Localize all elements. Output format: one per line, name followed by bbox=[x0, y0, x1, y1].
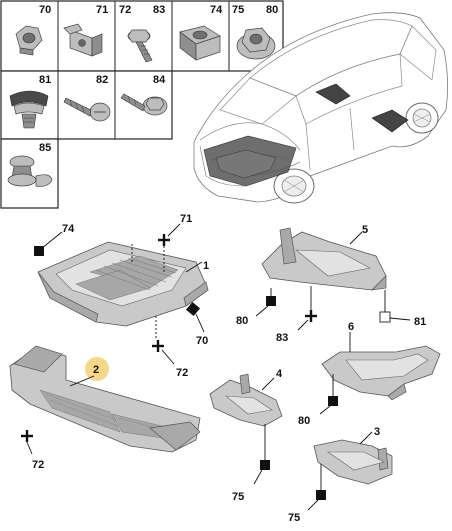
flange-nut-icon bbox=[236, 27, 276, 60]
part-4-ref-75: 75 bbox=[232, 491, 244, 503]
front-wheel bbox=[273, 168, 315, 204]
nut-icon bbox=[15, 25, 43, 56]
cell-label-72: 72 bbox=[119, 4, 131, 16]
part-4-small-shield bbox=[209, 373, 283, 427]
cell-label-74: 74 bbox=[210, 4, 223, 16]
bolt-icon bbox=[127, 29, 153, 63]
part-2-front-shield bbox=[9, 345, 201, 453]
part-2-highlight bbox=[85, 357, 109, 381]
fastener-80-square-part6 bbox=[328, 396, 338, 406]
part-1-ref-72: 72 bbox=[176, 367, 188, 379]
rear-wheel bbox=[405, 102, 439, 134]
clip-nut-icon bbox=[63, 23, 103, 57]
fastener-70-square bbox=[185, 301, 201, 317]
part-4-label: 4 bbox=[276, 368, 283, 380]
part-5-ref-83: 83 bbox=[276, 332, 288, 344]
rivet-clip-icon bbox=[7, 155, 53, 187]
part-6-label: 6 bbox=[348, 321, 354, 333]
part-3-ref-75: 75 bbox=[288, 512, 300, 524]
fastener-74-square bbox=[34, 246, 44, 256]
part-1-ref-74: 74 bbox=[62, 223, 75, 235]
car-illustration bbox=[193, 12, 448, 204]
fastener-81-square bbox=[379, 311, 391, 323]
cell-label-75: 75 bbox=[232, 4, 244, 16]
screw-icon bbox=[63, 97, 111, 122]
part-1-ref-70: 70 bbox=[196, 335, 208, 347]
part-2-label: 2 bbox=[93, 364, 99, 376]
part-3-small-shield bbox=[313, 439, 393, 485]
push-clip-icon bbox=[9, 90, 49, 129]
part-6-ref-80: 80 bbox=[298, 415, 310, 427]
part-1-label: 1 bbox=[203, 260, 209, 272]
cell-label-84: 84 bbox=[153, 74, 166, 86]
cell-label-85: 85 bbox=[39, 142, 51, 154]
part-5-label: 5 bbox=[362, 224, 368, 236]
fastener-72-cross bbox=[152, 340, 164, 352]
cell-label-80: 80 bbox=[266, 4, 278, 16]
cell-label-81: 81 bbox=[39, 74, 51, 86]
part-5-side-shield bbox=[261, 227, 387, 291]
cell-label-70: 70 bbox=[39, 4, 51, 16]
cage-nut-icon bbox=[179, 25, 221, 61]
fastener-75-square-part3 bbox=[316, 490, 326, 500]
part-3-label: 3 bbox=[374, 426, 380, 438]
fastener-75-square-part4 bbox=[260, 460, 270, 470]
part-6-rear-shield bbox=[321, 345, 441, 401]
fastener-80-square-part5 bbox=[266, 296, 276, 306]
fastener-table: 70 71 72 83 74 75 80 81 82 84 85 bbox=[0, 0, 284, 209]
cell-label-82: 82 bbox=[96, 74, 108, 86]
washer-bolt-icon bbox=[120, 93, 168, 116]
part-5-ref-80: 80 bbox=[236, 315, 248, 327]
fastener-83-cross bbox=[305, 310, 317, 322]
cell-label-83: 83 bbox=[153, 4, 165, 16]
part-2-ref-72: 72 bbox=[32, 459, 44, 471]
part-1-ref-71: 71 bbox=[180, 213, 192, 225]
fastener-71-cross bbox=[158, 234, 170, 246]
part-5-ref-81: 81 bbox=[414, 316, 426, 328]
fastener-72-cross-part2 bbox=[21, 430, 33, 442]
part-1-undertray bbox=[37, 241, 209, 340]
cell-label-71: 71 bbox=[96, 4, 108, 16]
